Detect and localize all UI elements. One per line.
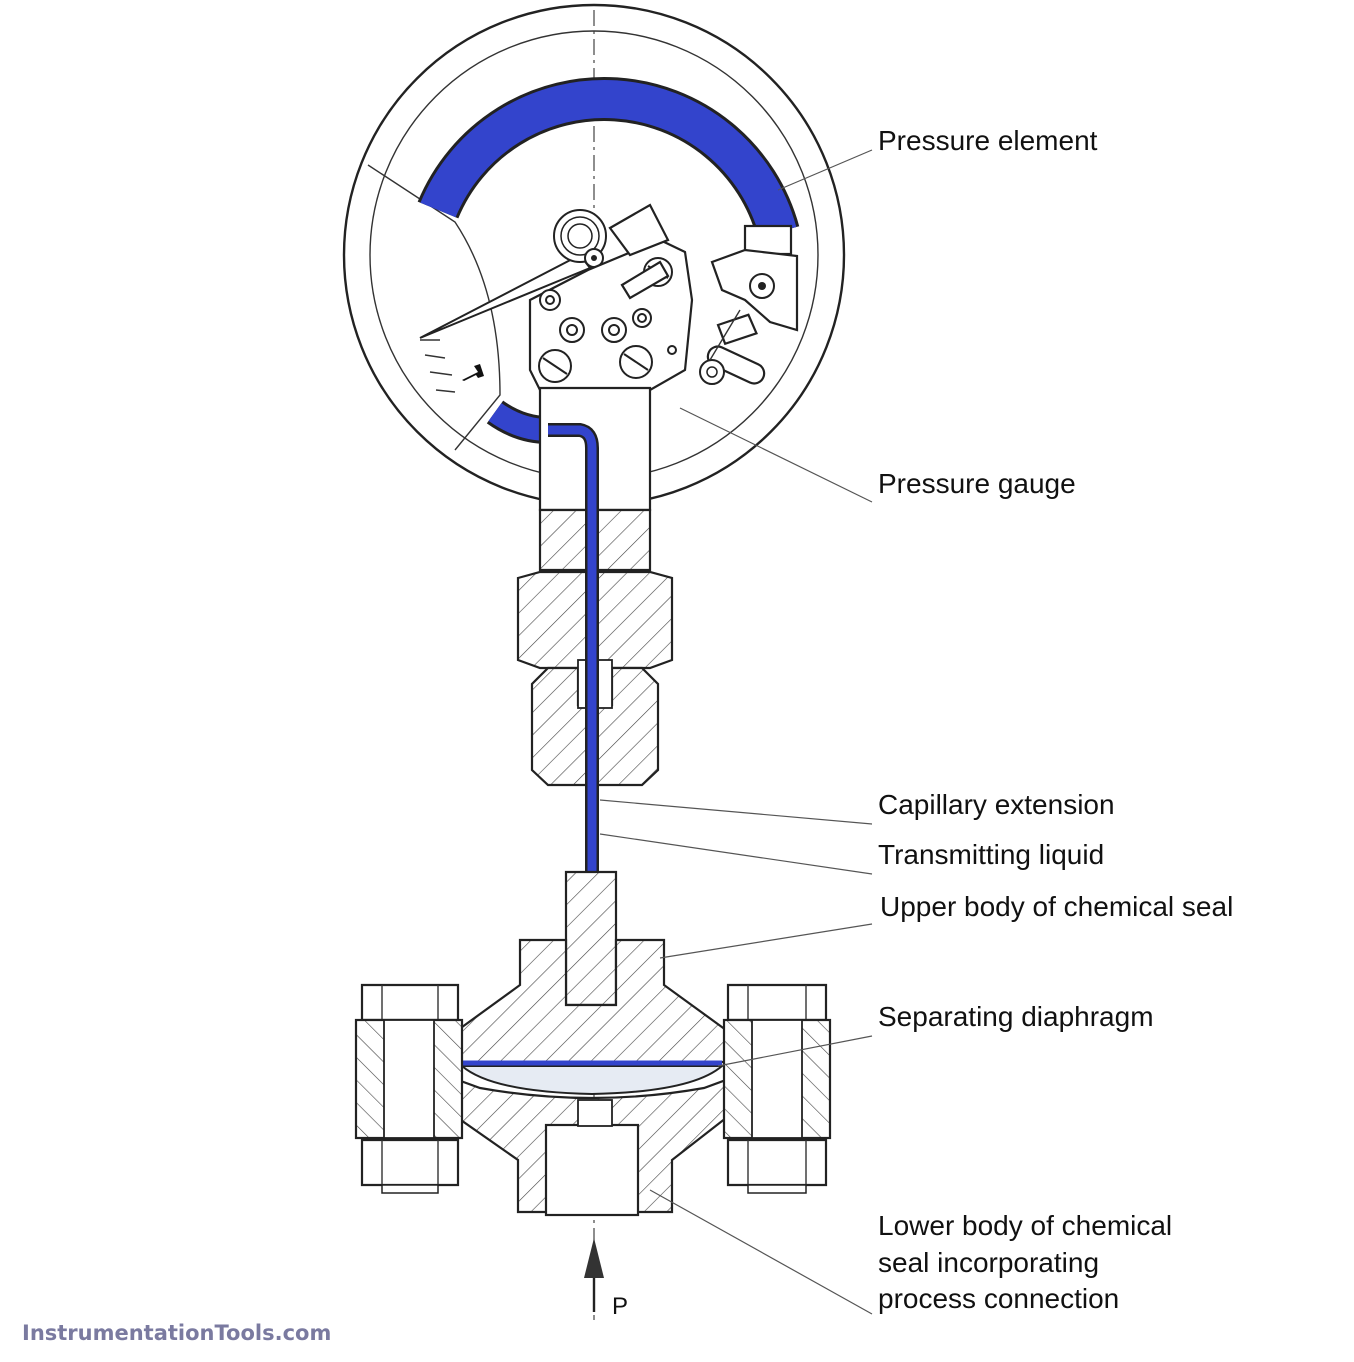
right-bolt xyxy=(722,983,832,1194)
label-lower-body-line1: Lower body of chemical xyxy=(878,1210,1172,1241)
label-lower-body-line2: seal incorporating xyxy=(878,1247,1099,1278)
tube-tip xyxy=(743,224,793,256)
separating-diaphragm xyxy=(459,1065,725,1096)
pressure-arrow xyxy=(584,1238,604,1312)
arrow-up-icon xyxy=(584,1238,604,1278)
process-connection-bore xyxy=(544,1123,640,1217)
pressure-gauge xyxy=(342,3,846,512)
label-capillary-extension: Capillary extension xyxy=(878,789,1115,820)
movement-screws xyxy=(538,257,677,383)
watermark: InstrumentationTools.com xyxy=(22,1321,331,1345)
label-transmitting-liquid: Transmitting liquid xyxy=(878,839,1104,870)
label-pressure-element: Pressure element xyxy=(878,125,1098,156)
label-upper-body: Upper body of chemical seal xyxy=(880,891,1233,922)
leader-lines xyxy=(599,149,873,1315)
label-separating-diaphragm: Separating diaphragm xyxy=(878,1001,1154,1032)
label-lower-body-line3: process connection xyxy=(878,1283,1119,1314)
chemical-seal xyxy=(354,870,832,1217)
pressure-symbol: P xyxy=(612,1293,628,1320)
left-bolt xyxy=(354,983,464,1194)
dial-cutaway xyxy=(367,164,501,451)
label-pressure-gauge: Pressure gauge xyxy=(878,468,1076,499)
upper-body-stem xyxy=(564,870,618,1007)
dial-marker-icon xyxy=(462,364,484,381)
transmitting-liquid xyxy=(548,425,597,1070)
